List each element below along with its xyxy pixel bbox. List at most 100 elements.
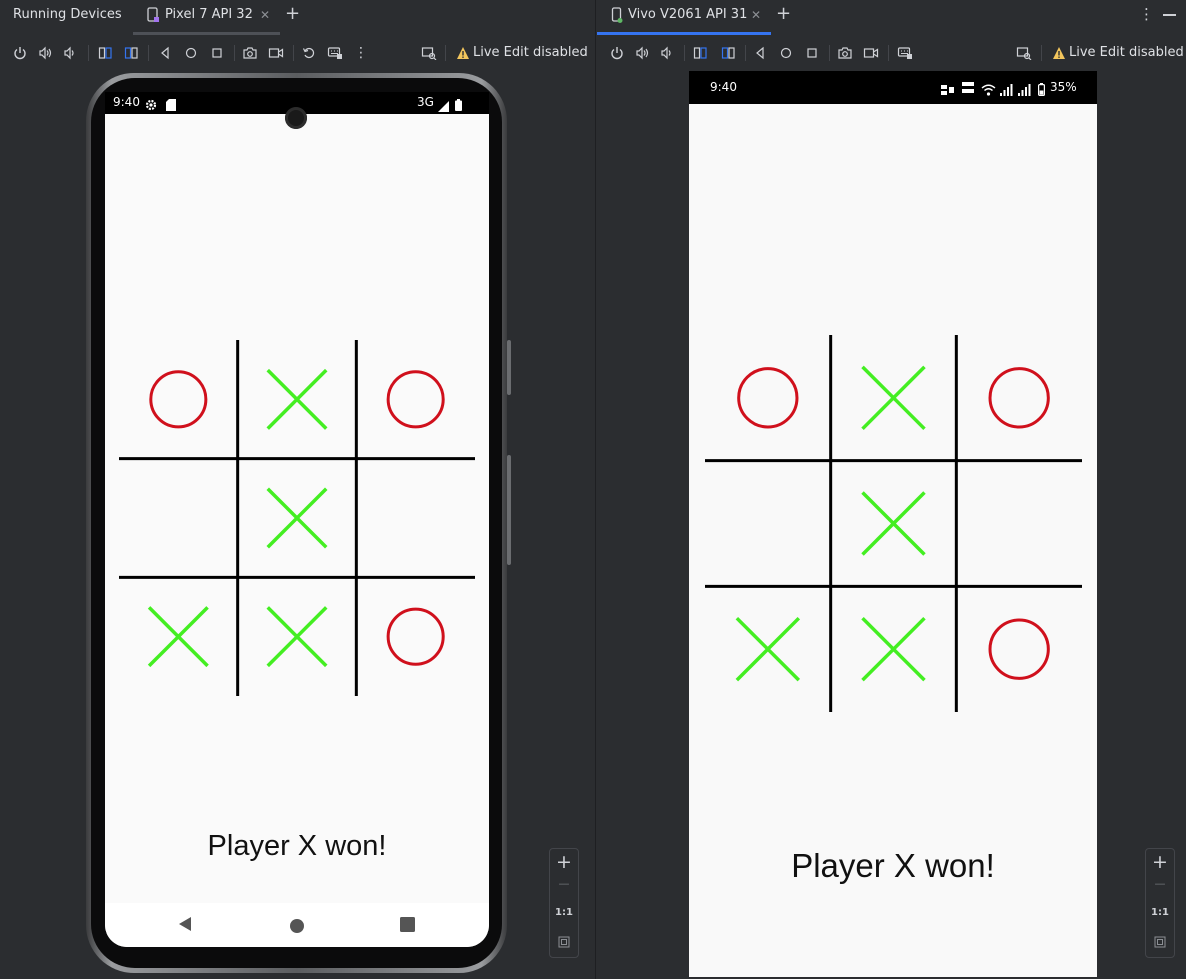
nav-back-icon[interactable]	[177, 916, 193, 936]
power-side-button	[507, 340, 511, 395]
screen-record-icon[interactable]	[268, 45, 284, 61]
sd-card-icon	[166, 96, 176, 115]
tic-tac-toe-board[interactable]	[705, 335, 1082, 712]
board-cell-1[interactable]	[705, 335, 831, 461]
front-camera	[285, 107, 307, 129]
zoom-actual-size-button[interactable]: 1:1	[555, 907, 573, 918]
x-mark	[861, 491, 926, 556]
live-edit-status[interactable]: Live Edit disabled	[473, 45, 588, 60]
rotate-left-icon[interactable]	[97, 45, 113, 61]
zoom-actual-size-button[interactable]: 1:1	[1151, 907, 1169, 918]
tab-label: Vivo V2061 API 31	[628, 7, 748, 22]
volume-down-icon[interactable]	[659, 45, 675, 61]
volume-up-icon[interactable]	[634, 45, 650, 61]
overview-icon[interactable]	[209, 45, 225, 61]
o-mark	[988, 618, 1050, 680]
options-menu-icon[interactable]: ⋮	[1139, 5, 1154, 23]
more-options-icon[interactable]: ⋮	[354, 45, 368, 61]
add-tab-icon[interactable]: +	[285, 3, 301, 24]
active-tab-underline	[597, 32, 771, 35]
zoom-out-button[interactable]: —	[1154, 877, 1166, 890]
volume-up-icon[interactable]	[37, 45, 53, 61]
back-icon[interactable]	[157, 45, 173, 61]
x-mark	[266, 487, 328, 549]
pixel-screen[interactable]: 9:40 3G Player X won!	[105, 92, 489, 947]
close-icon[interactable]: ✕	[260, 8, 271, 22]
device-explorer-icon[interactable]	[1016, 45, 1032, 61]
status-bar: 9:40 35%	[689, 71, 1097, 104]
signal-icon	[438, 97, 449, 116]
close-icon[interactable]: ✕	[751, 8, 762, 22]
x-mark	[266, 368, 328, 430]
back-icon[interactable]	[752, 45, 768, 61]
warning-icon	[1051, 45, 1067, 61]
nav-home-icon[interactable]	[290, 918, 304, 937]
board-cell-4[interactable]	[705, 461, 831, 587]
power-icon[interactable]	[12, 45, 28, 61]
battery-percent: 35%	[1050, 80, 1077, 94]
warning-icon	[455, 45, 471, 61]
zoom-out-button[interactable]: —	[558, 877, 570, 890]
zoom-fit-icon[interactable]	[1146, 933, 1174, 952]
board-cell-6[interactable]	[356, 459, 475, 578]
tab-label: Pixel 7 API 32	[165, 7, 253, 22]
board-cell-9[interactable]	[356, 577, 475, 696]
home-icon[interactable]	[183, 45, 199, 61]
signal-icon	[1000, 81, 1013, 100]
tab-pixel-7[interactable]: Pixel 7 API 32 ✕	[140, 0, 280, 35]
board-cell-3[interactable]	[356, 340, 475, 459]
board-cell-9[interactable]	[956, 586, 1082, 712]
live-edit-status[interactable]: Live Edit disabled	[1069, 45, 1184, 60]
battery-icon	[455, 96, 462, 115]
tab-vivo[interactable]: Vivo V2061 API 31 ✕	[605, 0, 770, 35]
tool-window-title: Running Devices	[13, 7, 122, 22]
add-tab-icon[interactable]: +	[776, 3, 792, 24]
rotate-right-icon[interactable]	[123, 45, 139, 61]
keyboard-icon[interactable]	[897, 45, 913, 61]
rotate-right-icon[interactable]	[720, 45, 736, 61]
battery-icon	[1038, 81, 1046, 100]
screenshot-icon[interactable]	[837, 45, 853, 61]
vivo-screen[interactable]: 9:40 35% Player X won!	[689, 71, 1097, 977]
settings-icon	[145, 96, 157, 115]
x-mark	[147, 606, 209, 668]
status-time: 9:40	[710, 80, 737, 94]
panel-divider[interactable]	[595, 0, 596, 979]
zoom-in-button[interactable]: +	[556, 851, 572, 873]
zoom-controls-right: + — 1:1	[1145, 848, 1175, 958]
minimize-icon[interactable]	[1163, 14, 1176, 16]
device-explorer-icon[interactable]	[421, 45, 437, 61]
snapshot-icon[interactable]	[301, 45, 317, 61]
board-cell-3[interactable]	[956, 335, 1082, 461]
status-bar: 9:40 3G	[105, 92, 489, 114]
network-type: 3G	[417, 95, 434, 109]
board-cell-1[interactable]	[119, 340, 238, 459]
x-mark	[861, 616, 926, 682]
home-icon[interactable]	[778, 45, 794, 61]
wifi-icon	[981, 81, 996, 100]
screen-record-icon[interactable]	[863, 45, 879, 61]
volume-side-button	[507, 455, 511, 565]
zoom-fit-icon[interactable]	[550, 933, 578, 952]
device-tab-icon	[611, 7, 623, 23]
signal-icon-2	[1018, 81, 1031, 100]
board-cell-4[interactable]	[119, 459, 238, 578]
keyboard-icon[interactable]	[327, 45, 343, 61]
tab-underline	[133, 32, 280, 35]
zoom-in-button[interactable]: +	[1152, 851, 1168, 873]
navigation-bar	[105, 903, 489, 947]
zoom-controls-left: + — 1:1	[549, 848, 579, 958]
overview-icon[interactable]	[804, 45, 820, 61]
power-icon[interactable]	[609, 45, 625, 61]
x-mark	[266, 606, 328, 668]
volume-down-icon[interactable]	[62, 45, 78, 61]
board-cell-6[interactable]	[956, 461, 1082, 587]
x-mark	[861, 365, 926, 431]
screenshot-icon[interactable]	[242, 45, 258, 61]
nav-recents-icon[interactable]	[400, 917, 415, 936]
tic-tac-toe-board[interactable]	[119, 340, 475, 696]
device-tab-icon	[146, 7, 160, 23]
rotate-left-icon[interactable]	[692, 45, 708, 61]
o-mark	[988, 367, 1050, 429]
result-text: Player X won!	[791, 847, 995, 884]
